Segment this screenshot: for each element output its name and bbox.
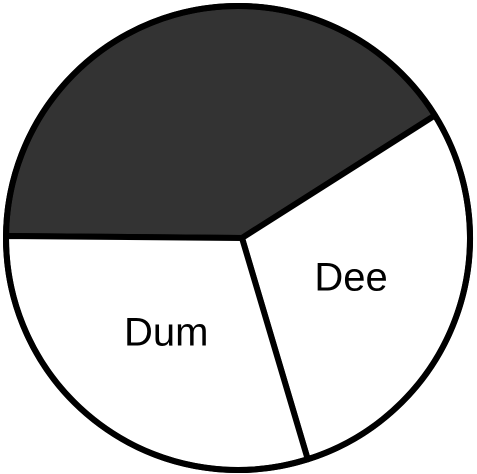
slice-label-dee: Dee — [314, 255, 387, 299]
slice-label-dum: Dum — [124, 311, 208, 355]
pie-outline — [3, 3, 473, 473]
pie-slices — [3, 3, 473, 473]
